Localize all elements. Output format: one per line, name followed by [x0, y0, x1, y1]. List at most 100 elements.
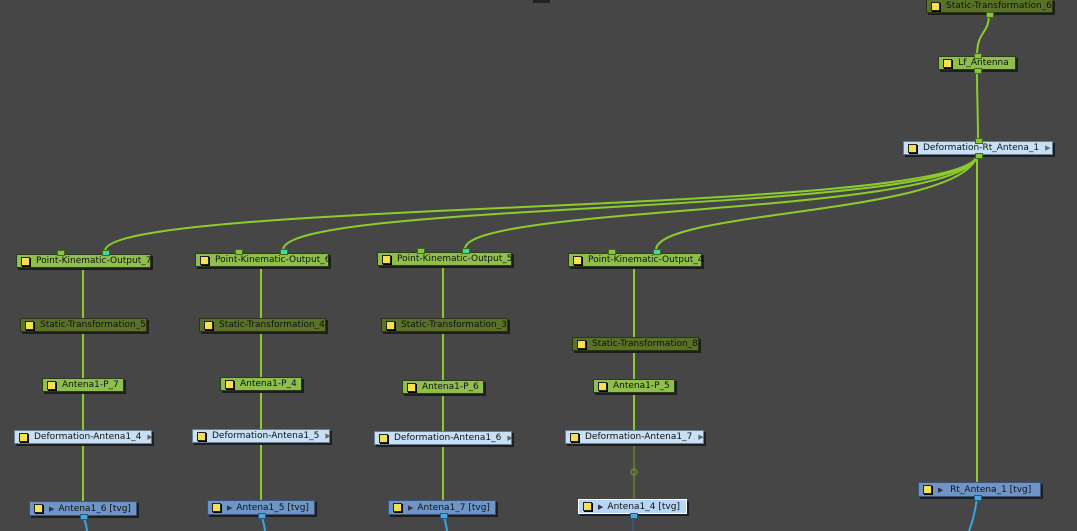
- input-port-active[interactable]: [653, 249, 661, 255]
- wire: [976, 13, 990, 57]
- input-port[interactable]: [608, 249, 616, 255]
- node-enable-icon[interactable]: [943, 58, 952, 68]
- node-deformation-antena1-7[interactable]: Deformation-Antena1_7 ▶: [565, 430, 704, 444]
- node-enable-icon[interactable]: [379, 433, 388, 443]
- node-enable-icon[interactable]: [21, 256, 30, 266]
- input-port[interactable]: [417, 248, 425, 254]
- node-enable-icon[interactable]: [19, 432, 28, 442]
- node-enable-icon[interactable]: [407, 382, 416, 392]
- expand-arrow-icon[interactable]: ▶: [325, 432, 331, 440]
- node-label: Antena1_4 [tvg]: [607, 501, 680, 512]
- node-deformation-antena1-4[interactable]: Deformation-Antena1_4 ▶: [14, 430, 153, 444]
- node-point-kinematic-output-6[interactable]: Point-Kinematic-Output_6: [195, 253, 330, 267]
- node-label: Antena1-P_5: [613, 381, 670, 391]
- input-port-active[interactable]: [102, 250, 110, 256]
- node-enable-icon[interactable]: [393, 503, 402, 512]
- node-label: Static-Transformation_8: [592, 339, 698, 349]
- wire-junction-icon: [630, 468, 638, 476]
- node-antena1-p-5[interactable]: Antena1-P_5: [593, 379, 675, 393]
- output-port[interactable]: [440, 513, 448, 519]
- output-port[interactable]: [974, 495, 982, 501]
- node-static-transformation-3[interactable]: Static-Transformation_3: [381, 318, 508, 332]
- node-antena1-p-4[interactable]: Antena1-P_4: [220, 377, 302, 391]
- input-port-active[interactable]: [280, 249, 288, 255]
- output-port[interactable]: [630, 513, 638, 519]
- node-enable-icon[interactable]: [47, 380, 56, 390]
- node-label: Lf_Antenna: [958, 58, 1009, 68]
- input-port[interactable]: [235, 249, 243, 255]
- node-enable-icon[interactable]: [212, 503, 221, 512]
- node-static-transformation-8[interactable]: Static-Transformation_8: [572, 337, 699, 351]
- play-icon[interactable]: ▶: [227, 503, 233, 512]
- output-port[interactable]: [974, 68, 982, 74]
- node-enable-icon[interactable]: [225, 379, 234, 389]
- node-label: Deformation-Antena1_4: [34, 432, 142, 442]
- play-icon[interactable]: ▶: [408, 503, 414, 512]
- wire: [282, 155, 978, 251]
- node-point-kinematic-output-7[interactable]: Point-Kinematic-Output_7: [16, 254, 151, 268]
- node-enable-icon[interactable]: [577, 339, 586, 349]
- node-static-transformation-4[interactable]: Static-Transformation_4: [199, 318, 326, 332]
- node-label: Static-Transformation_6: [946, 1, 1052, 11]
- node-enable-icon[interactable]: [923, 485, 932, 494]
- node-enable-icon[interactable]: [931, 1, 940, 11]
- play-icon[interactable]: ▶: [49, 504, 55, 513]
- node-label: Point-Kinematic-Output_4: [588, 255, 704, 265]
- node-enable-icon[interactable]: [382, 254, 391, 264]
- node-label: Antena1_6 [tvg]: [58, 503, 131, 514]
- node-enable-icon[interactable]: [386, 320, 395, 330]
- node-label: Antena1-P_6: [422, 382, 479, 392]
- node-deformation-antena1-6[interactable]: Deformation-Antena1_6 ▶: [374, 431, 513, 445]
- expand-arrow-icon[interactable]: ▶: [147, 433, 153, 441]
- input-port[interactable]: [57, 250, 65, 256]
- wire: [104, 155, 978, 252]
- node-enable-icon[interactable]: [573, 255, 582, 265]
- node-enable-icon[interactable]: [197, 431, 206, 441]
- node-label: Antena1-P_4: [240, 379, 297, 389]
- node-label: Static-Transformation_4: [219, 320, 325, 330]
- node-enable-icon[interactable]: [598, 381, 607, 391]
- node-label: Antena1-P_7: [62, 380, 119, 390]
- node-antena1-p-7[interactable]: Antena1-P_7: [42, 378, 124, 392]
- node-enable-icon[interactable]: [204, 320, 213, 330]
- node-enable-icon[interactable]: [200, 255, 209, 265]
- node-point-kinematic-output-4[interactable]: Point-Kinematic-Output_4: [568, 253, 703, 267]
- node-enable-icon[interactable]: [583, 502, 592, 511]
- node-label: Point-Kinematic-Output_7: [36, 256, 152, 266]
- node-label: Deformation-Antena1_6: [394, 433, 502, 443]
- node-point-kinematic-output-5[interactable]: Point-Kinematic-Output_5: [377, 252, 512, 266]
- play-icon[interactable]: ▶: [598, 502, 604, 511]
- node-antena1-p-6[interactable]: Antena1-P_6: [402, 380, 484, 394]
- output-port[interactable]: [986, 12, 994, 18]
- node-label: Deformation-Antena1_7: [585, 432, 693, 442]
- node-enable-icon[interactable]: [908, 143, 917, 153]
- node-label: Static-Transformation_5: [40, 320, 146, 330]
- expand-arrow-icon[interactable]: ▶: [698, 433, 704, 441]
- node-label: Antena1_7 [tvg]: [417, 502, 490, 513]
- top-edge-marker: [533, 0, 550, 3]
- output-port[interactable]: [975, 153, 983, 159]
- node-label: Static-Transformation_3: [401, 320, 507, 330]
- expand-arrow-icon[interactable]: ▶: [1045, 144, 1051, 152]
- node-label: Deformation-Rt_Antena_1: [923, 143, 1040, 153]
- node-label: Point-Kinematic-Output_6: [215, 255, 331, 265]
- node-label: Antena1_5 [tvg]: [236, 502, 309, 513]
- node-deformation-antena1-5[interactable]: Deformation-Antena1_5 ▶: [192, 429, 331, 443]
- node-antena1-4-tvg-selected[interactable]: ▶Antena1_4 [tvg]: [578, 499, 687, 514]
- node-enable-icon[interactable]: [34, 504, 43, 513]
- node-label: Point-Kinematic-Output_5: [397, 254, 513, 264]
- output-port[interactable]: [258, 513, 266, 519]
- output-port[interactable]: [80, 514, 88, 520]
- node-label: Deformation-Antena1_5: [212, 431, 320, 441]
- play-icon[interactable]: ▶: [938, 485, 944, 494]
- wire: [655, 155, 978, 251]
- node-enable-icon[interactable]: [25, 320, 34, 330]
- input-port[interactable]: [975, 138, 983, 144]
- input-port-active[interactable]: [462, 248, 470, 254]
- node-enable-icon[interactable]: [570, 432, 579, 442]
- input-port[interactable]: [974, 53, 982, 59]
- wire: [464, 155, 978, 250]
- node-static-transformation-5[interactable]: Static-Transformation_5: [20, 318, 147, 332]
- expand-arrow-icon[interactable]: ▶: [507, 434, 513, 442]
